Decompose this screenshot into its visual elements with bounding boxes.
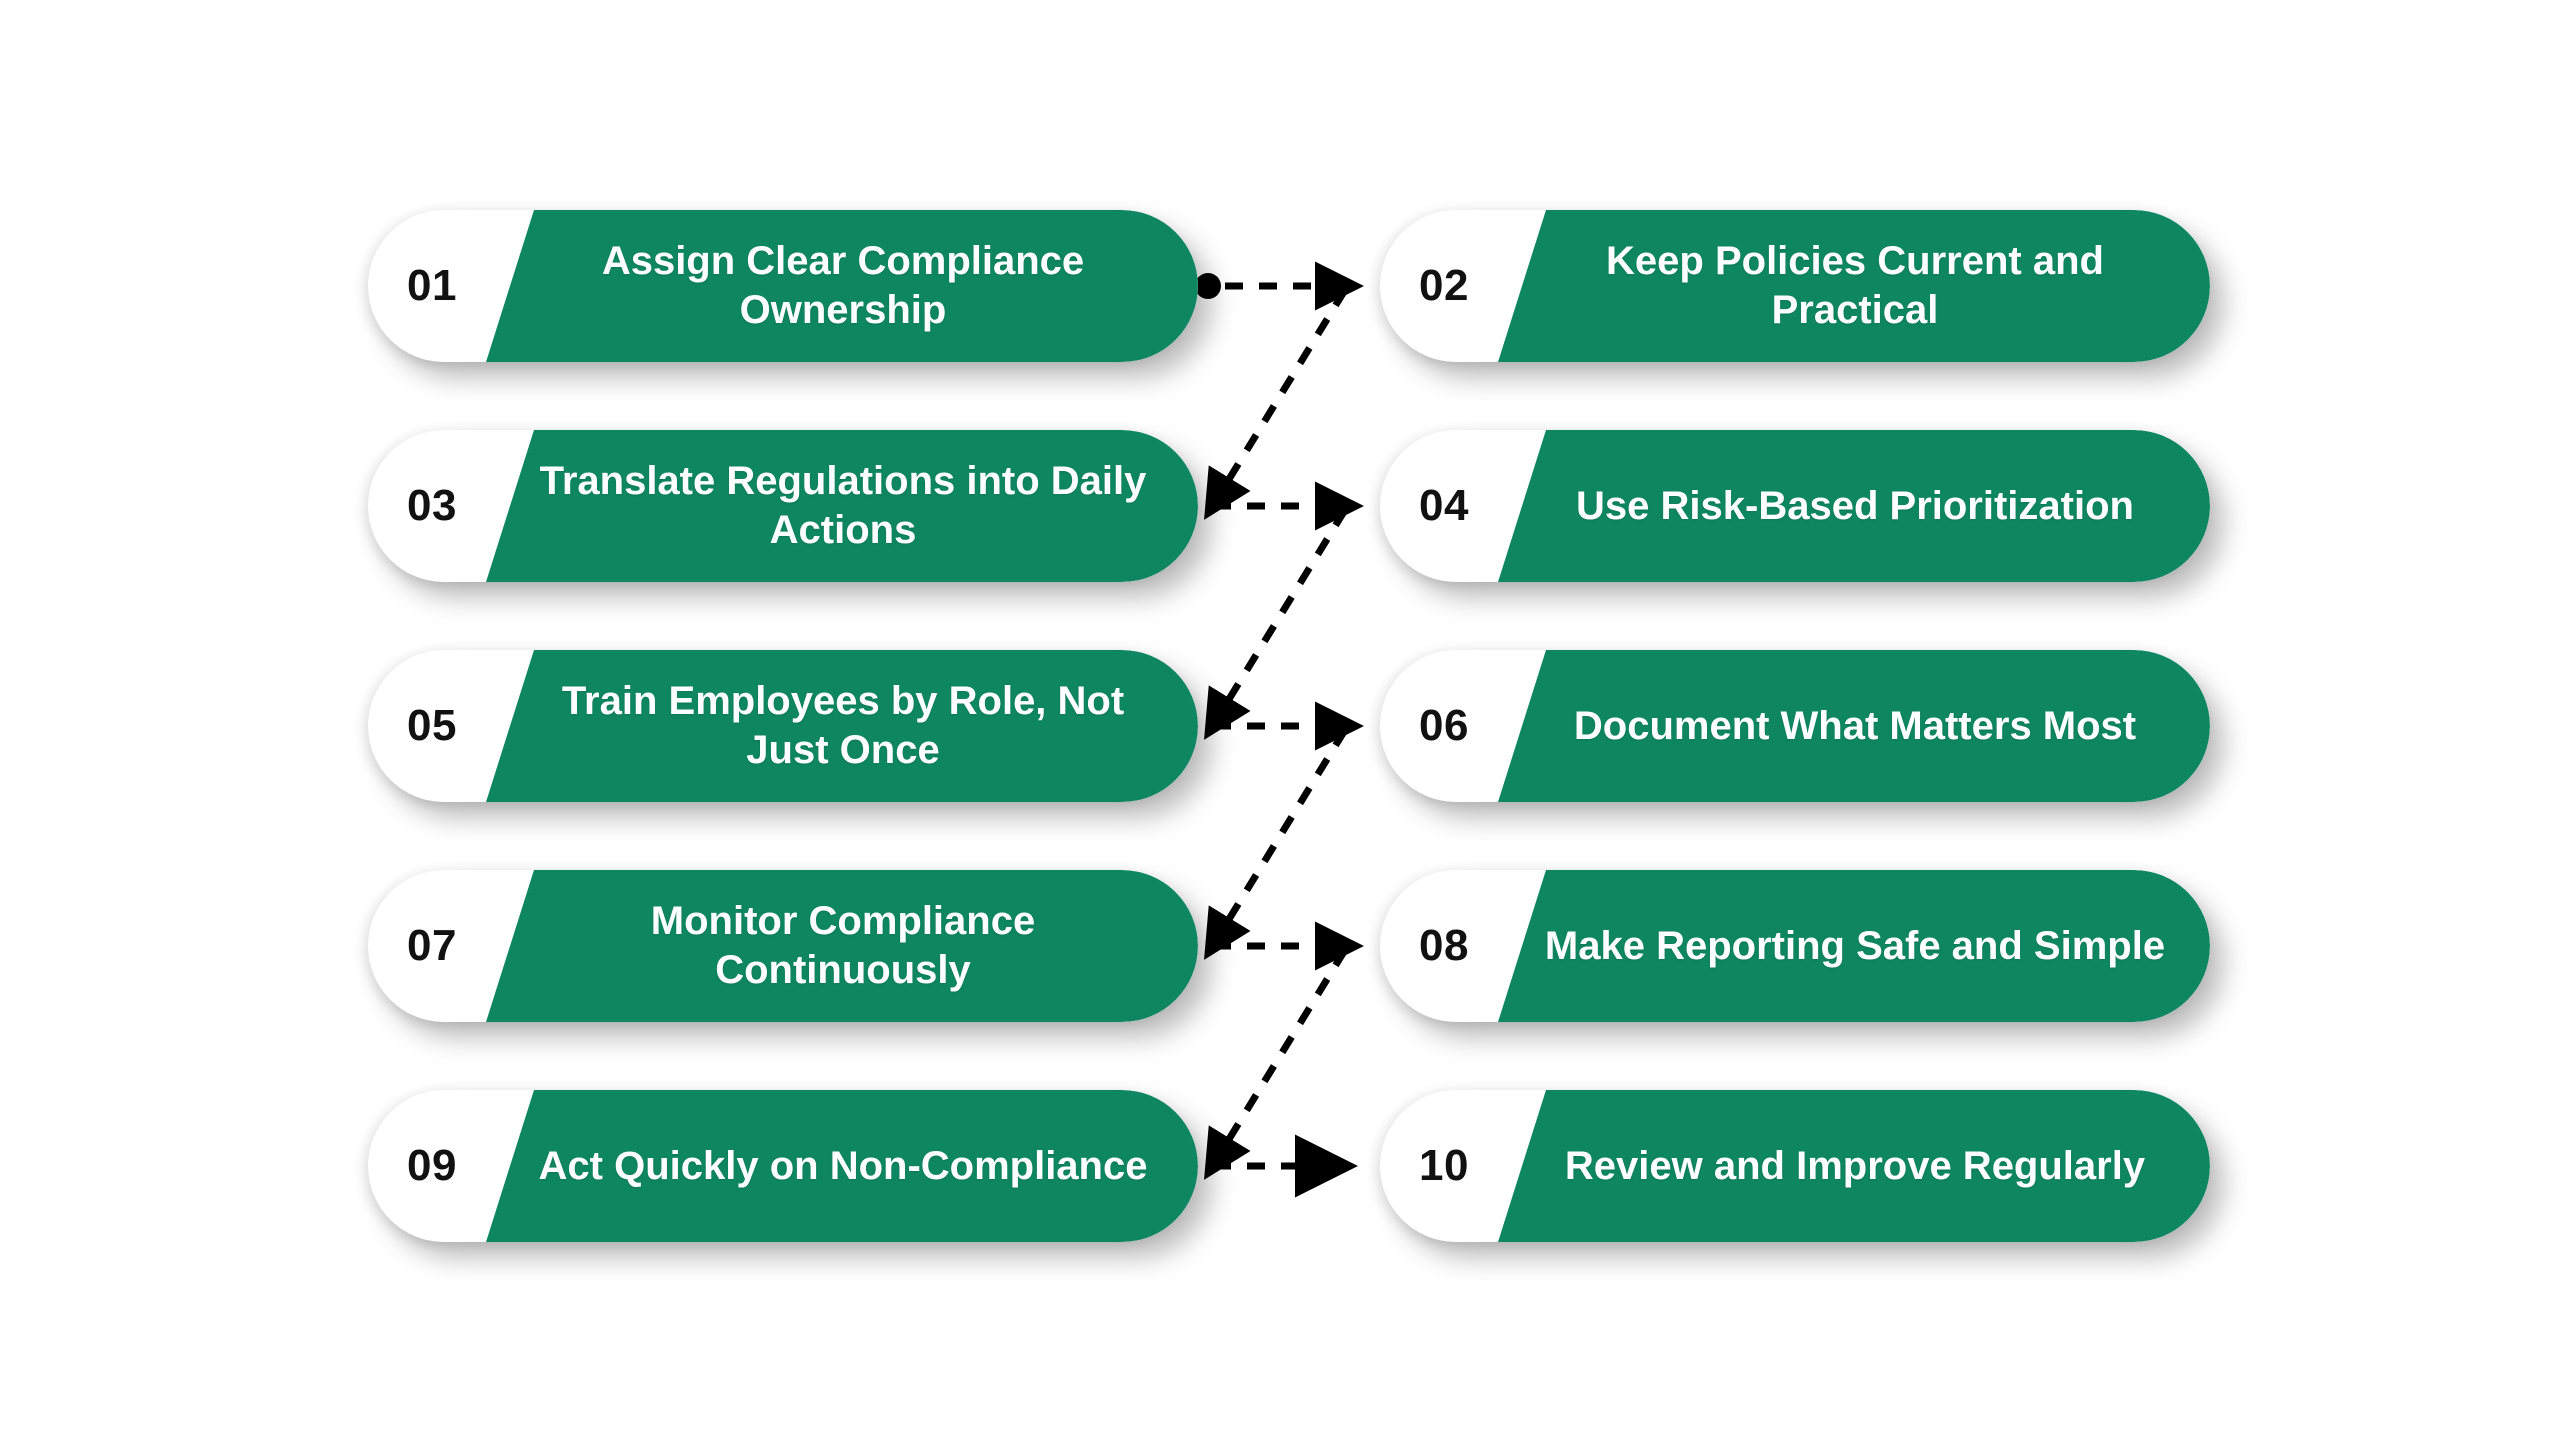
step-number: 04 [1419, 481, 1469, 530]
row-3: 05 Train Employees by Role, Not Just Onc… [0, 650, 2560, 802]
step-card-04[interactable]: 04 Use Risk-Based Prioritization [1380, 430, 2210, 582]
step-card-07[interactable]: 07 Monitor Compliance Continuously [368, 870, 1198, 1022]
card-band-clip [1380, 430, 2210, 582]
card-green-band [1498, 1090, 2210, 1242]
step-title: Train Employees by Role, Not Just Once [561, 679, 1125, 772]
step-number: 10 [1419, 1141, 1469, 1190]
card-green-band [486, 650, 1198, 802]
step-card-08[interactable]: 08 Make Reporting Safe and Simple [1380, 870, 2210, 1022]
row-2: 03 Translate Regulations into Daily Acti… [0, 430, 2560, 582]
step-card-01[interactable]: 01 Assign Clear Compliance Ownership [368, 210, 1198, 362]
card-band-clip [1380, 210, 2210, 362]
card-band-clip [368, 650, 1198, 802]
card-band-clip [368, 1090, 1198, 1242]
step-number: 01 [407, 261, 457, 310]
card-band-clip [368, 870, 1198, 1022]
step-number: 08 [1419, 921, 1469, 970]
row-5: 09 Act Quickly on Non-Compliance 10 Revi… [0, 1090, 2560, 1242]
card-green-band [1498, 210, 2210, 362]
row-4: 07 Monitor Compliance Continuously 08 Ma… [0, 870, 2560, 1022]
step-card-10[interactable]: 10 Review and Improve Regularly [1380, 1090, 2210, 1242]
card-green-band [486, 870, 1198, 1022]
step-card-05[interactable]: 05 Train Employees by Role, Not Just Onc… [368, 650, 1198, 802]
step-number: 07 [407, 921, 457, 970]
card-band-clip [368, 430, 1198, 582]
row-1: 01 Assign Clear Compliance Ownership 02 … [0, 210, 2560, 362]
step-number: 05 [407, 701, 457, 750]
step-title: Keep Policies Current and Practical [1606, 239, 2104, 332]
step-title: Make Reporting Safe and Simple [1544, 923, 2166, 968]
step-title: Translate Regulations into Daily Actions [539, 459, 1147, 552]
card-green-band [1498, 430, 2210, 582]
step-card-06[interactable]: 06 Document What Matters Most [1380, 650, 2210, 802]
step-title: Assign Clear Compliance Ownership [601, 239, 1085, 332]
step-title: Document What Matters Most [1573, 703, 2137, 748]
step-title: Use Risk-Based Prioritization [1576, 483, 2134, 528]
card-green-band [1498, 870, 2210, 1022]
step-card-02[interactable]: 02 Keep Policies Current and Practical [1380, 210, 2210, 362]
step-title: Review and Improve Regularly [1564, 1143, 2146, 1188]
card-green-band [486, 210, 1198, 362]
card-band-clip [1380, 870, 2210, 1022]
card-band-clip [368, 210, 1198, 362]
card-band-clip [1380, 650, 2210, 802]
card-band-clip [1380, 1090, 2210, 1242]
step-card-03[interactable]: 03 Translate Regulations into Daily Acti… [368, 430, 1198, 582]
step-number: 02 [1419, 261, 1469, 310]
step-card-09[interactable]: 09 Act Quickly on Non-Compliance [368, 1090, 1198, 1242]
card-green-band [486, 1090, 1198, 1242]
card-green-band [1498, 650, 2210, 802]
step-title: Monitor Compliance Continuously [650, 899, 1036, 992]
step-number: 09 [407, 1141, 457, 1190]
step-title: Act Quickly on Non-Compliance [538, 1143, 1148, 1188]
step-number: 06 [1419, 701, 1469, 750]
step-number: 03 [407, 481, 457, 530]
card-green-band [486, 430, 1198, 582]
